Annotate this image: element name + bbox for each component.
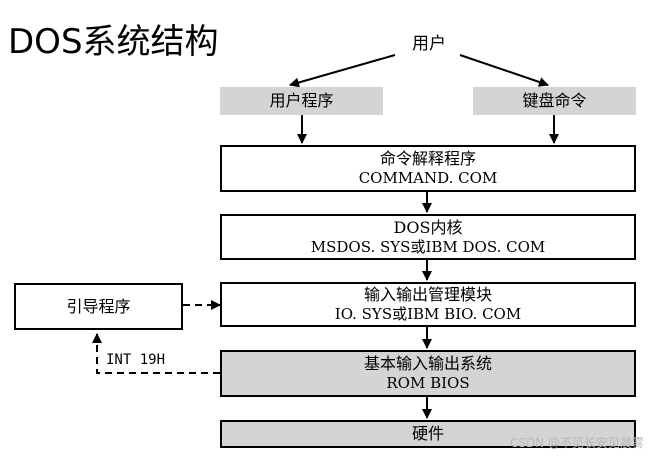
command-interpreter-file: COMMAND. COM [358,169,498,187]
dos-kernel-title: DOS内核 [393,217,463,237]
io-module-title: 输入输出管理模块 [363,285,492,304]
hardware-label: 硬件 [411,424,444,443]
keyboard-command-label: 键盘命令 [522,91,587,110]
int19h-dashed-path [92,333,220,374]
arrow-user-to-keyboard [459,54,549,87]
user-program-label: 用户程序 [269,91,334,110]
bootloader-label: 引导程序 [66,296,131,316]
dos-kernel-file: MSDOS. SYS或IBM DOS. COM [310,237,546,256]
bios-file: ROM BIOS [386,374,470,392]
user-program-box: 用户程序 [220,87,383,115]
bios-box: 基本输入输出系统 ROM BIOS [220,350,636,397]
io-module-box: 输入输出管理模块 IO. SYS或IBM BIO. COM [220,282,636,327]
hardware-box: 硬件 [220,420,636,448]
arrow-user-to-program [289,54,396,88]
page-title: DOS系统结构 [8,22,219,62]
bios-title: 基本输入输出系统 [363,354,492,373]
int19h-label: INT 19H [106,352,166,368]
dos-kernel-box: DOS内核 MSDOS. SYS或IBM DOS. COM [220,214,636,260]
keyboard-command-box: 键盘命令 [473,87,636,115]
io-module-file: IO. SYS或IBM BIO. COM [334,305,522,323]
command-interpreter-box: 命令解释程序 COMMAND. COM [220,145,636,192]
user-label: 用户 [412,34,446,54]
bootloader-box: 引导程序 [14,283,183,330]
command-interpreter-title: 命令解释程序 [379,149,476,168]
watermark: CSDN @不见长安见晨雾 [509,436,644,450]
